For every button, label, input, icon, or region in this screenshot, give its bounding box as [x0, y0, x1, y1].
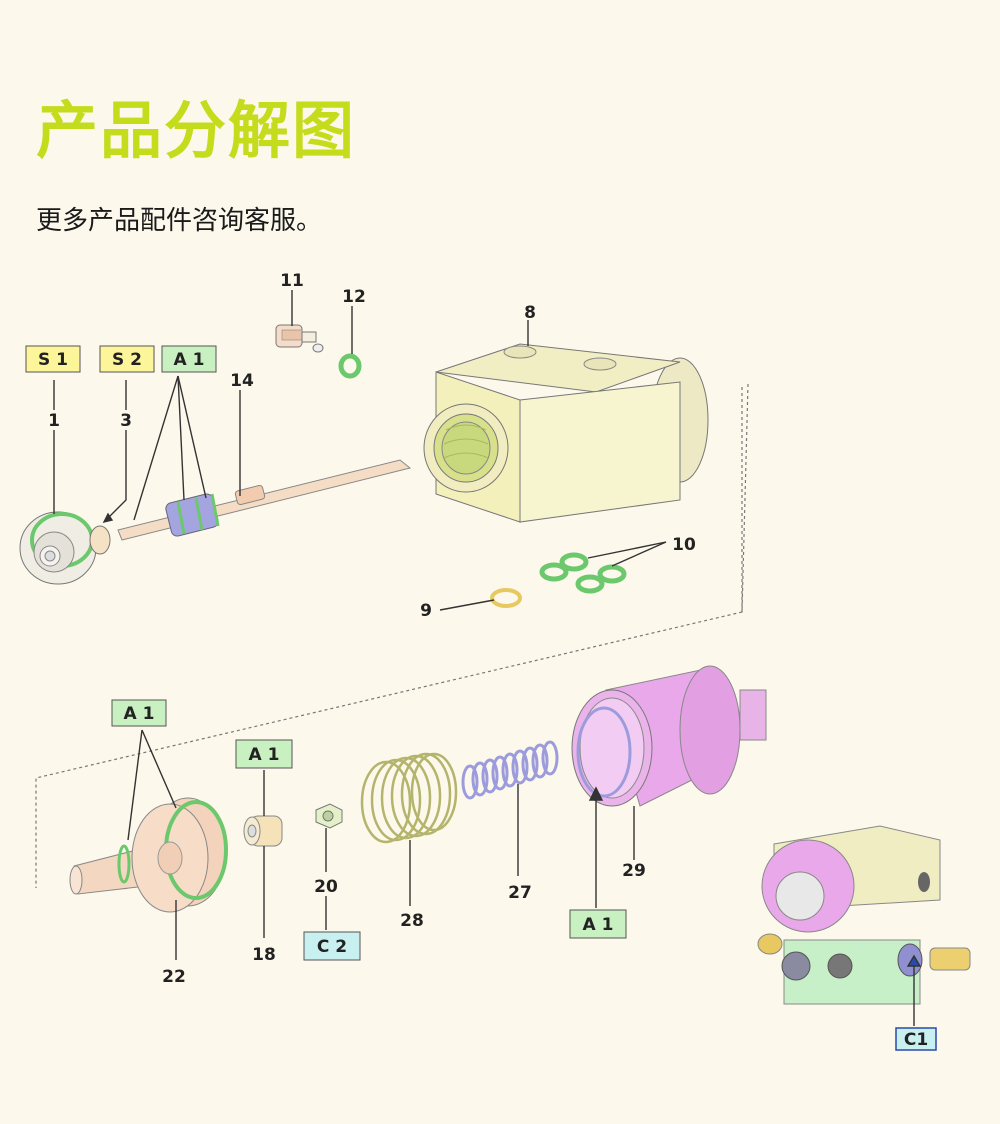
- part-11-fitting: [275, 324, 324, 353]
- part-3-seal-ring: [89, 525, 111, 555]
- svg-text:S 1: S 1: [38, 350, 68, 370]
- part-number-29: 29: [622, 861, 646, 881]
- tag-a1-mid: A 1: [235, 739, 293, 769]
- svg-text:A 1: A 1: [583, 915, 614, 935]
- svg-text:S 2: S 2: [112, 350, 142, 370]
- svg-text:C1: C1: [904, 1030, 928, 1050]
- part-number-12: 12: [342, 287, 366, 307]
- svg-text:C 2: C 2: [317, 937, 347, 957]
- part-10-seals: [539, 552, 627, 594]
- tag-a1-left: A 1: [111, 699, 167, 727]
- part-number-22: 22: [162, 967, 186, 987]
- part-number-10: 10: [672, 535, 696, 555]
- part-number-20: 20: [314, 877, 338, 897]
- part-number-27: 27: [508, 883, 532, 903]
- page-title: 产品分解图: [36, 94, 357, 167]
- dashed-assembly-outline: [35, 383, 749, 888]
- part-number-14: 14: [230, 371, 254, 391]
- tag-c2: C 2: [303, 931, 361, 961]
- assembled-valve: [757, 825, 971, 1005]
- page-subtitle: 更多产品配件咨询客服。: [36, 206, 323, 236]
- part-number-3: 3: [120, 411, 132, 431]
- part-number-1: 1: [48, 411, 60, 431]
- tag-s2: S 2: [99, 345, 155, 373]
- part-number-28: 28: [400, 911, 424, 931]
- part-18-bushing: [243, 815, 283, 847]
- part-28-large-spring: [360, 752, 458, 844]
- part-8-valve-body: [423, 343, 709, 523]
- part-29-cylinder: [571, 665, 767, 807]
- tag-a1-top: A 1: [161, 345, 217, 373]
- part-number-18: 18: [252, 945, 276, 965]
- part-number-11: 11: [280, 271, 304, 291]
- part-22-piston: [69, 797, 228, 913]
- svg-text:A 1: A 1: [174, 350, 205, 370]
- part-number-9: 9: [420, 601, 432, 621]
- tag-s1: S 1: [25, 345, 81, 373]
- part-1-end-cap: [19, 511, 97, 585]
- part-14-valve-stem: [117, 459, 412, 541]
- tag-a1-bottom: A 1: [569, 909, 627, 939]
- tag-c1: C1: [895, 1027, 937, 1051]
- part-20-nut: [315, 803, 343, 829]
- svg-text:A 1: A 1: [249, 745, 280, 765]
- part-9-washer: [490, 588, 522, 608]
- part-12-o-ring: [338, 353, 362, 379]
- leader-lines: [53, 290, 922, 1026]
- svg-text:A 1: A 1: [124, 704, 155, 724]
- part-27-small-spring: [461, 740, 559, 800]
- part-number-8: 8: [524, 303, 536, 323]
